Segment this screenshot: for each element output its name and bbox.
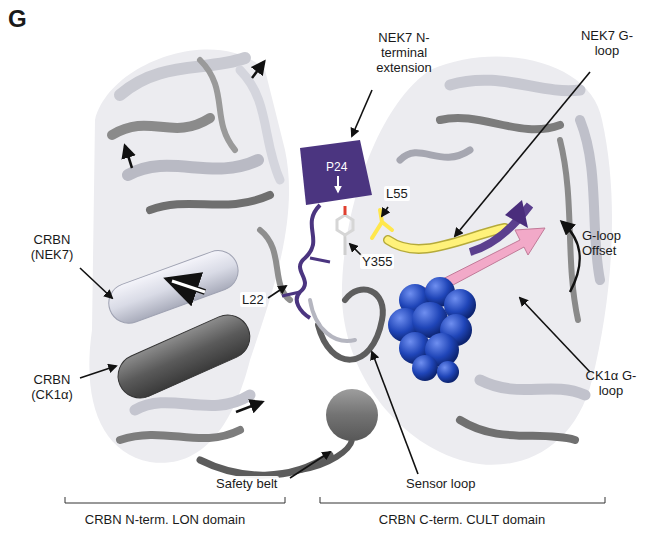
domain-label: CRBN C-term. CULT domain: [312, 512, 612, 527]
residue-label: Y355: [360, 254, 394, 269]
panel-letter: G: [8, 6, 27, 32]
annotation-label: G-loop Offset: [582, 228, 644, 258]
residue-label: P24: [326, 160, 347, 175]
structure-label: CK1α G-loop: [578, 368, 644, 398]
structure-label: NEK7 G-loop: [572, 28, 642, 58]
structure-label: NEK7 N-terminal extension: [362, 30, 446, 75]
residue-label: L55: [384, 186, 410, 201]
residue-label: L22: [240, 292, 266, 307]
domain-label: CRBN N-term. LON domain: [30, 512, 300, 527]
domain-label: CRBN (NEK7): [16, 232, 88, 262]
structure-label: Sensor loop: [404, 476, 477, 491]
structure-label: Safety belt: [214, 476, 279, 491]
domain-label: CRBN (CK1α): [16, 372, 88, 402]
